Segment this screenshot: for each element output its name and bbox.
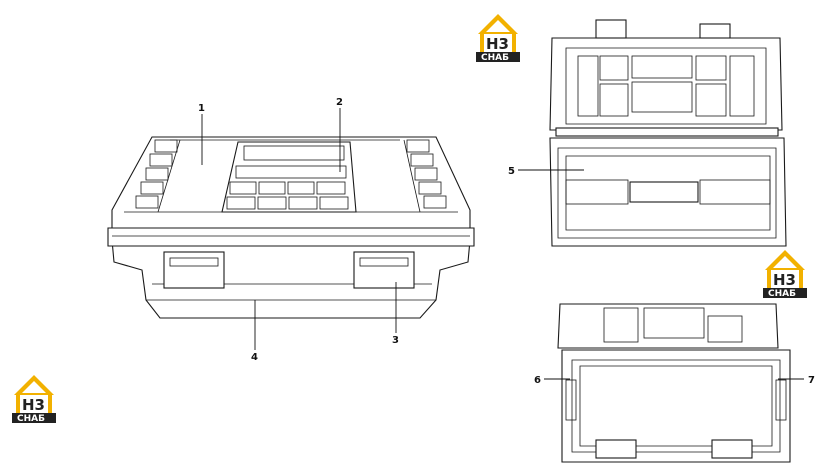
bottom-latch (711, 439, 753, 459)
right-compartments (403, 139, 447, 213)
callout-number: 6 (534, 375, 541, 386)
tray-dividers (565, 179, 771, 205)
open-toolbox-body-view (557, 303, 791, 463)
logo-top: H3 СНАБ (476, 14, 520, 63)
open-lid-partial (557, 303, 779, 349)
logo-mark-text: H3 (773, 271, 796, 289)
callout-5: 5 (508, 166, 584, 177)
callout-4: 4 (251, 300, 258, 363)
logo-word-text: СНАБ (481, 53, 509, 63)
lid-compartments-lower (603, 307, 743, 343)
lid-compartments (577, 55, 755, 117)
right-latch (353, 251, 415, 289)
hinge-bar (555, 127, 779, 137)
left-side-clip (565, 379, 577, 421)
callout-number: 7 (808, 375, 815, 386)
callout-6: 6 (534, 375, 570, 386)
callout-7: 7 (778, 375, 815, 386)
toolbox-body (561, 349, 791, 463)
lid-tab (699, 23, 731, 39)
callout-3: 3 (392, 282, 399, 346)
callout-number: 3 (392, 335, 399, 346)
open-toolbox-lid-view (549, 19, 787, 247)
logo-right: H3 СНАБ (763, 250, 807, 299)
callout-number: 2 (336, 97, 343, 108)
logo-mark-text: H3 (22, 396, 45, 414)
bottom-latch (595, 439, 637, 459)
left-compartments (135, 139, 181, 213)
logo-mark-text: H3 (486, 35, 509, 53)
logo-word-text: СНАБ (768, 289, 796, 299)
closed-toolbox (107, 136, 475, 319)
tray-handle (629, 181, 699, 203)
callout-number: 4 (251, 352, 258, 363)
lid-center-tray (221, 141, 357, 213)
callout-number: 5 (508, 166, 515, 177)
callout-number: 1 (198, 103, 205, 114)
left-latch (163, 251, 225, 289)
callout-1: 1 (198, 103, 205, 165)
right-side-clip (775, 379, 787, 421)
callout-2: 2 (336, 97, 343, 172)
logo-bottom-left: H3 СНАБ (12, 375, 56, 424)
lid-rim (107, 227, 475, 247)
lid-tab (595, 19, 627, 39)
tray-cells (226, 145, 349, 210)
logo-word-text: СНАБ (17, 414, 45, 424)
